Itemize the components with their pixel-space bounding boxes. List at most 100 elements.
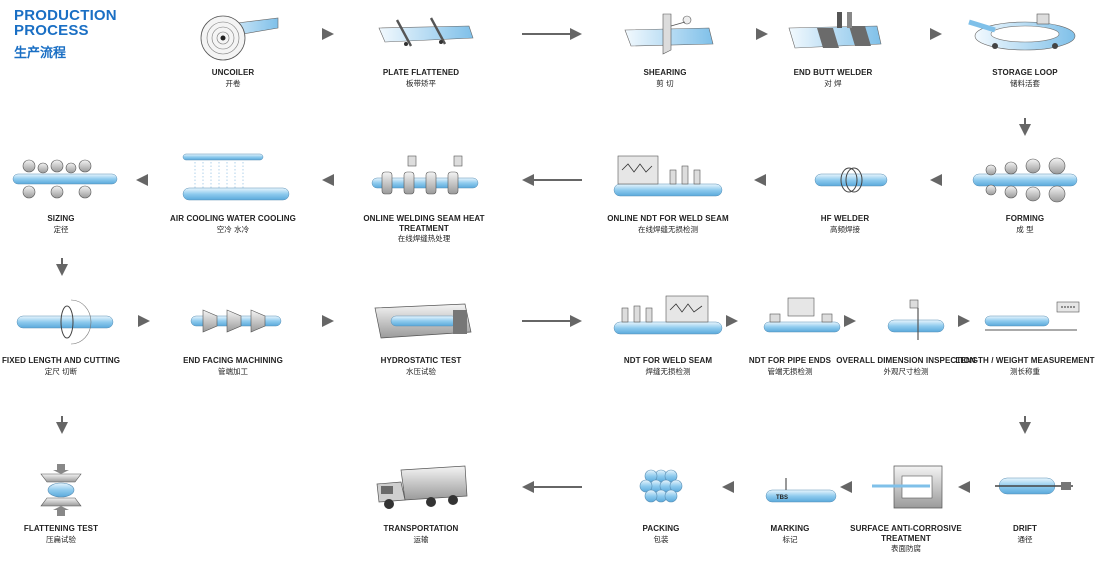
step-length-weight: LENGTH / WEIGHT MEASUREMENT 测长称重 [950,294,1100,377]
step-label: HF WELDER [820,214,870,223]
step-hf-welder: HF WELDER 高频焊接 [770,152,920,235]
step-label-cn: 焊缝无损检测 [645,366,691,376]
step-label: STORAGE LOOP [992,68,1058,77]
coating-booth-icon [872,465,943,509]
step-label: SURFACE ANTI-CORROSIVE TREATMENT [850,524,962,543]
step-plate-flattened: PLATE FLATTENED 板带矫平 [346,6,496,89]
step-label: DRIFT [1012,524,1038,533]
inspection-icon [887,299,945,340]
heat-treatment-icon [371,155,479,195]
step-cooling: AIR COOLING WATER COOLING 空冷 水冷 [158,152,308,235]
step-label: PACKING [642,524,680,533]
forming-rolls-icon [972,157,1078,203]
step-label: LENGTH / WEIGHT MEASUREMENT [955,356,1095,365]
step-label-cn: 通径 [1017,534,1033,544]
step-label: UNCOILER [211,68,255,77]
step-label: SIZING [47,214,75,223]
step-label: MARKING [770,524,810,533]
saw-icon [16,299,114,345]
step-label: ONLINE NDT FOR WELD SEAM [607,214,729,223]
step-label-cn: 表面防腐 [891,544,921,553]
step-label-cn: 在线焊缝热处理 [397,234,451,243]
step-cutting: FIXED LENGTH AND CUTTING 定尺 切断 [0,294,136,377]
shear-icon [624,13,714,55]
step-transportation: TRANSPORTATION 运输 [346,462,496,545]
coil-icon [200,15,279,61]
step-label: NDT FOR PIPE ENDS [748,356,832,365]
step-label-cn: 包装 [653,534,669,544]
step-label: END FACING MACHINING [183,356,283,365]
hf-coil-icon [814,167,888,193]
step-label-cn: 测长称重 [1010,366,1040,376]
sizing-rolls-icon [12,159,118,199]
page-title: PRODUCTION PROCESS 生产流程 [14,8,117,61]
step-label-cn: 水压试验 [406,366,436,376]
step-uncoiler: UNCOILER 开卷 [158,6,308,89]
step-anti-corrosive: SURFACE ANTI-CORROSIVE TREATMENT 表面防腐 [831,462,981,554]
step-label-cn: 运输 [413,534,429,544]
step-label: FLATTENING TEST [23,524,99,533]
step-label: OVERALL DIMENSION INSPECTION [836,356,976,365]
step-marking: TBS MARKING 标记 [715,462,865,545]
truck-icon [376,465,468,509]
step-label-cn: 储料活套 [1010,78,1040,88]
title-chinese: 生产流程 [14,46,67,61]
step-label: FIXED LENGTH AND CUTTING [1,356,121,365]
ndt-probe-icon [613,295,723,335]
step-label-cn: 定尺 切断 [44,366,78,376]
step-label: ONLINE WELDING SEAM HEAT TREATMENT [363,214,485,233]
step-label: NDT FOR WELD SEAM [623,356,713,365]
step-label-cn: 开卷 [225,78,241,88]
step-label-cn: 标记 [782,534,798,544]
hydro-tank-icon [374,303,472,339]
flattener-icon [378,17,474,47]
step-label: SHEARING [643,68,687,77]
step-heat-treatment: ONLINE WELDING SEAM HEAT TREATMENT 在线焊缝热… [349,152,499,244]
step-forming: FORMING 成 型 [950,152,1100,235]
step-label-cn: 成 型 [1016,224,1034,234]
ndt-ends-icon [763,297,841,333]
drift-mandrel-icon [995,477,1073,495]
step-label-cn: 管端加工 [218,366,248,376]
step-label-cn: 定径 [53,224,69,234]
press-icon [40,464,82,516]
step-flattening-test: FLATTENING TEST 压扁试验 [0,462,136,545]
ndt-monitor-icon [613,155,723,197]
step-label-cn: 剪 切 [656,78,674,88]
step-ndt-weld: NDT FOR WELD SEAM 焊缝无损检测 [593,294,743,377]
storage-loop-icon [968,13,1076,51]
step-shearing: SHEARING 剪 切 [590,6,740,89]
marking-icon: TBS [765,478,837,503]
step-sizing: SIZING 定径 [0,152,136,235]
step-hydrostatic: HYDROSTATIC TEST 水压试验 [346,294,496,377]
step-label: HYDROSTATIC TEST [380,356,462,365]
step-drift: DRIFT 通径 [950,462,1100,545]
step-label-cn: 对 焊 [824,78,842,88]
marking-tag: TBS [776,495,788,501]
step-end-butt-welder: END BUTT WELDER 对 焊 [758,6,908,89]
step-label: TRANSPORTATION [383,524,459,533]
step-label-cn: 压扁试验 [46,534,76,544]
scale-icon [984,301,1080,331]
butt-welder-icon [788,12,882,49]
step-label: PLATE FLATTENED [382,68,460,77]
step-label-cn: 板带矫平 [406,78,436,88]
end-facing-icon [190,309,282,333]
title-line-2: PROCESS [14,22,89,39]
step-label-cn: 在线焊缝无损检测 [638,224,698,234]
step-label-cn: 高频焊接 [830,224,860,234]
step-label-cn: 空冷 水冷 [216,224,250,234]
bundle-icon [639,469,683,503]
step-end-facing: END FACING MACHINING 管端加工 [158,294,308,377]
step-online-ndt: ONLINE NDT FOR WELD SEAM 在线焊缝无损检测 [593,152,743,235]
title-line-1: PRODUCTION [14,7,117,24]
water-spray-icon [182,153,290,201]
step-label-cn: 管端无损检测 [767,366,813,376]
step-dimension: OVERALL DIMENSION INSPECTION 外观尺寸检测 [831,294,981,377]
step-ndt-ends: NDT FOR PIPE ENDS 管端无损检测 [715,294,865,377]
step-label-cn: 外观尺寸检测 [883,366,929,376]
step-label: FORMING [1005,214,1045,223]
step-packing: PACKING 包装 [586,462,736,545]
step-label: END BUTT WELDER [793,68,873,77]
